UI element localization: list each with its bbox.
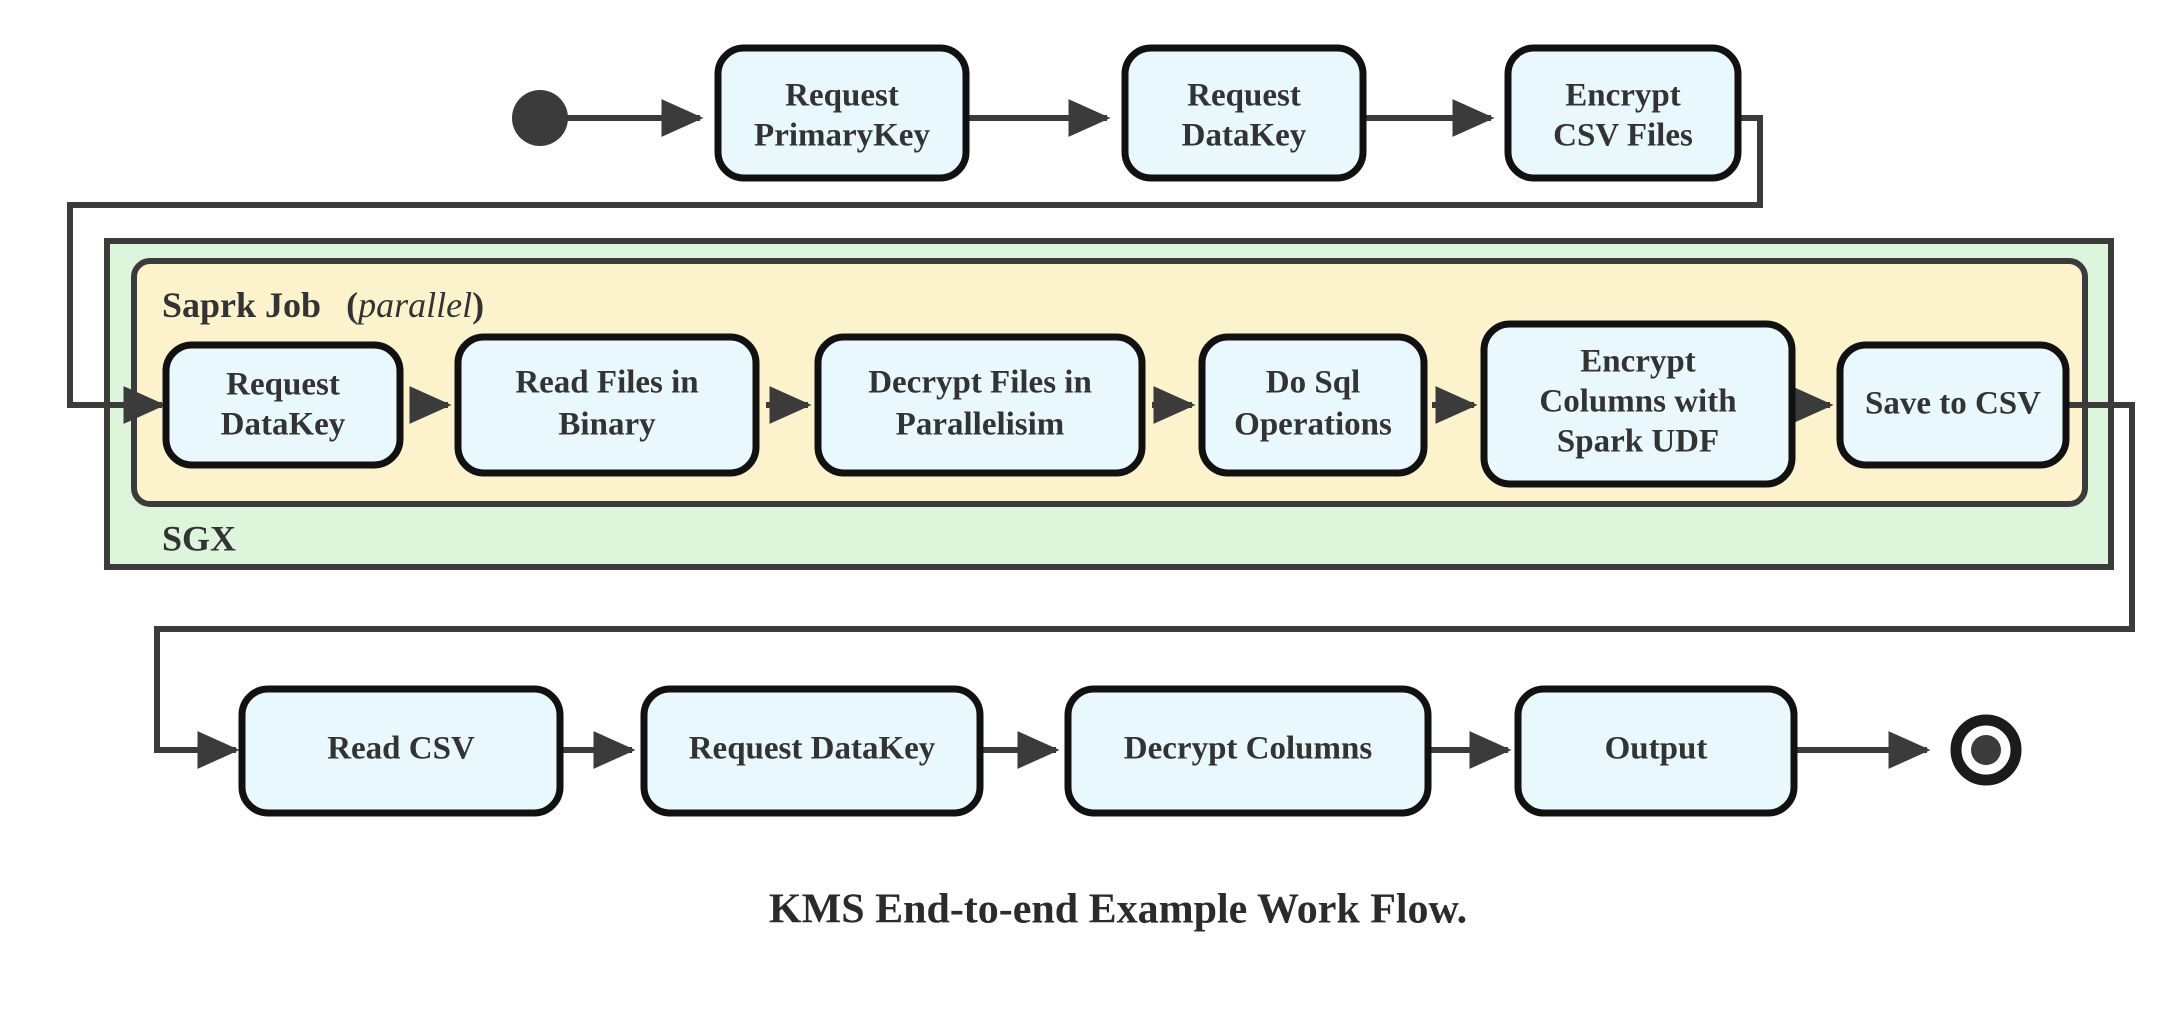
node-request-datakey-top-line-1: Request — [1187, 78, 1301, 114]
node-read-files-in-binary: Read Files in Binary — [454, 333, 760, 477]
node-encrypt-columns-with-spark-udf-line-3: Spark UDF — [1557, 424, 1719, 460]
node-encrypt-columns-with-spark-udf-line-1: Encrypt — [1580, 344, 1696, 380]
node-decrypt-columns-line-1: Decrypt Columns — [1124, 731, 1373, 767]
node-encrypt-csv-files: Encrypt CSV Files — [1504, 44, 1742, 182]
node-save-to-csv-line-1: Save to CSV — [1865, 386, 2041, 422]
node-start — [512, 90, 568, 146]
container-label-spark-job: Saprk Job (parallel) — [162, 285, 484, 325]
node-output: Output — [1514, 685, 1798, 817]
node-read-files-in-binary-rect — [454, 333, 760, 477]
node-do-sql-operations-line-1: Do Sql — [1266, 365, 1360, 401]
node-request-datakey-top: Request DataKey — [1121, 44, 1367, 182]
node-read-csv-line-1: Read CSV — [327, 731, 475, 767]
node-read-files-in-binary-line-1: Read Files in — [515, 365, 698, 401]
node-request-datakey-spark-rect — [162, 341, 404, 469]
node-do-sql-operations-line-2: Operations — [1234, 407, 1392, 443]
node-read-csv-rect — [238, 685, 564, 817]
node-do-sql-operations: Do Sql Operations — [1198, 333, 1428, 477]
node-request-datakey-bottom-rect — [640, 685, 984, 817]
node-encrypt-csv-files-line-2: CSV Files — [1553, 118, 1693, 154]
node-do-sql-operations-rect — [1198, 333, 1428, 477]
node-request-primarykey: Request PrimaryKey — [714, 44, 970, 182]
node-request-primarykey-rect — [714, 44, 970, 182]
node-encrypt-csv-files-line-1: Encrypt — [1565, 78, 1681, 114]
node-request-primarykey-line-1: Request — [785, 78, 899, 114]
node-request-datakey-spark-line-2: DataKey — [221, 407, 346, 443]
node-end — [1950, 714, 2022, 786]
node-decrypt-files-in-parallelisim-line-1: Decrypt Files in — [868, 365, 1092, 401]
start-node-circle — [512, 90, 568, 146]
node-decrypt-columns-rect — [1064, 685, 1432, 817]
node-request-datakey-top-rect — [1121, 44, 1367, 182]
node-save-to-csv: Save to CSV — [1836, 341, 2070, 469]
node-request-datakey-bottom: Request DataKey — [640, 685, 984, 817]
node-request-datakey-top-line-2: DataKey — [1182, 118, 1307, 154]
container-label-sgx: SGX — [162, 518, 236, 558]
node-request-datakey-spark: Request DataKey — [162, 341, 404, 469]
wire-encrypt-csv-to-spark-datakey — [67, 115, 1763, 424]
node-encrypt-csv-files-rect — [1504, 44, 1742, 182]
spark-job-label-text: Saprk Job — [162, 285, 321, 325]
node-decrypt-files-in-parallelisim: Decrypt Files in Parallelisim — [814, 333, 1146, 477]
node-read-files-in-binary-line-2: Binary — [558, 407, 656, 443]
spark-job-paren-close: ) — [472, 285, 484, 325]
spark-job-paren-open: ( — [346, 285, 358, 325]
node-decrypt-files-in-parallelisim-line-2: Parallelisim — [896, 407, 1065, 443]
node-output-line-1: Output — [1605, 731, 1708, 767]
node-read-csv: Read CSV — [238, 685, 564, 817]
diagram-caption: KMS End-to-end Example Work Flow. — [769, 887, 1467, 933]
node-request-primarykey-line-2: PrimaryKey — [754, 118, 930, 154]
node-request-datakey-bottom-line-1: Request DataKey — [689, 731, 936, 767]
end-node-dot — [1971, 735, 2001, 765]
wire-save-csv-to-read-csv — [154, 402, 2135, 769]
node-save-to-csv-rect — [1836, 341, 2070, 469]
node-decrypt-files-in-parallelisim-rect — [814, 333, 1146, 477]
node-encrypt-columns-with-spark-udf-rect — [1480, 320, 1796, 488]
node-output-rect — [1514, 685, 1798, 817]
node-encrypt-columns-with-spark-udf: Encrypt Columns with Spark UDF — [1480, 320, 1796, 488]
spark-job-parallel-text: parallel — [355, 285, 472, 325]
node-encrypt-columns-with-spark-udf-line-2: Columns with — [1539, 384, 1736, 420]
node-request-datakey-spark-line-1: Request — [226, 367, 340, 403]
node-decrypt-columns: Decrypt Columns — [1064, 685, 1432, 817]
